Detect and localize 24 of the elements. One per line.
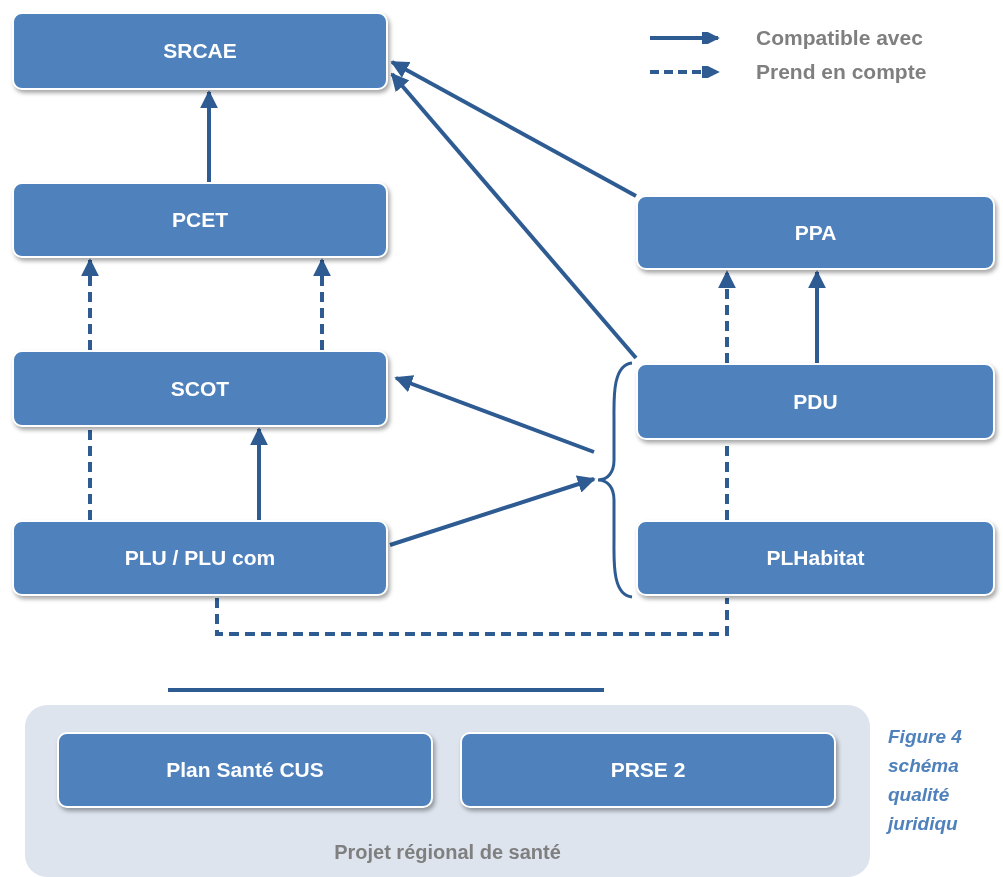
arrow (313, 258, 331, 350)
process-box: PCET (12, 182, 388, 258)
legend-label: Prend en compte (756, 59, 927, 85)
arrow (394, 375, 595, 454)
process-box: Plan Santé CUS (57, 732, 433, 808)
arrow (389, 475, 596, 547)
arrow (200, 90, 218, 182)
legend-label: Compatible avec (756, 25, 923, 51)
arrow (718, 270, 736, 363)
arrow (390, 72, 638, 360)
arrow (250, 427, 268, 520)
group-label: Projet régional de santé (333, 840, 562, 865)
group-panel (25, 705, 870, 877)
arrow (81, 258, 99, 350)
process-box: SCOT (12, 350, 388, 427)
process-box: PRSE 2 (460, 732, 836, 808)
process-box: PLU / PLU com (12, 520, 388, 596)
arrow (808, 270, 826, 363)
process-box: PLHabitat (636, 520, 995, 596)
process-box: SRCAE (12, 12, 388, 90)
arrow (390, 60, 637, 198)
process-box: PPA (636, 195, 995, 270)
figure-caption: Figure 4 schéma qualité juridiqu (888, 725, 963, 836)
process-box: PDU (636, 363, 995, 440)
